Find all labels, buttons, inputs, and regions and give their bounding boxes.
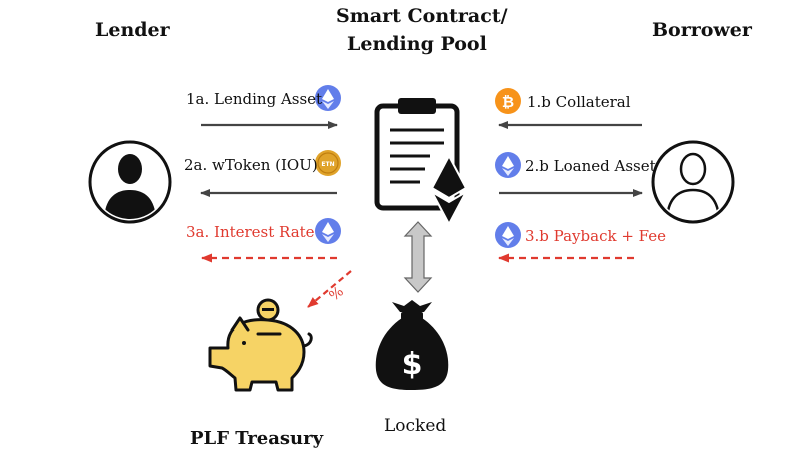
bitcoin-icon: ₿ <box>495 88 521 114</box>
locked-label: Locked <box>384 416 447 436</box>
contract-heading-line2: Lending Pool <box>347 33 487 55</box>
lender-person-icon <box>88 140 172 224</box>
treasury-label: PLF Treasury <box>190 428 324 449</box>
svg-text:₿: ₿ <box>502 93 514 111</box>
borrower-heading: Borrower <box>652 19 752 41</box>
ethereum-icon <box>315 218 341 244</box>
payback-fee-label: 3.b Payback + Fee <box>525 227 666 245</box>
lending-asset-label: 1a. Lending Asset <box>186 90 323 108</box>
money-bag-icon: $ <box>375 300 449 390</box>
contract-heading-line1: Smart Contract/ <box>336 5 508 27</box>
svg-text:ETN: ETN <box>321 161 334 168</box>
ethereum-icon <box>495 152 521 178</box>
interest-rate-label: 3a. Interest Rate <box>186 223 315 241</box>
lender-heading: Lender <box>95 19 170 41</box>
svg-text:$: $ <box>402 347 423 382</box>
contract-icon <box>374 98 469 227</box>
ethereum-icon <box>315 85 341 111</box>
lock-double-arrow <box>403 221 433 293</box>
borrower-person-icon <box>651 140 735 224</box>
loaned-asset-label: 2.b Loaned Asset <box>525 157 656 175</box>
wtoken-label: 2a. wToken (IOU) <box>184 156 318 174</box>
etn-coin-icon: ETN <box>315 150 341 176</box>
piggy-bank-icon <box>208 298 313 392</box>
collateral-label: 1.b Collateral <box>527 93 631 111</box>
ethereum-icon <box>495 222 521 248</box>
